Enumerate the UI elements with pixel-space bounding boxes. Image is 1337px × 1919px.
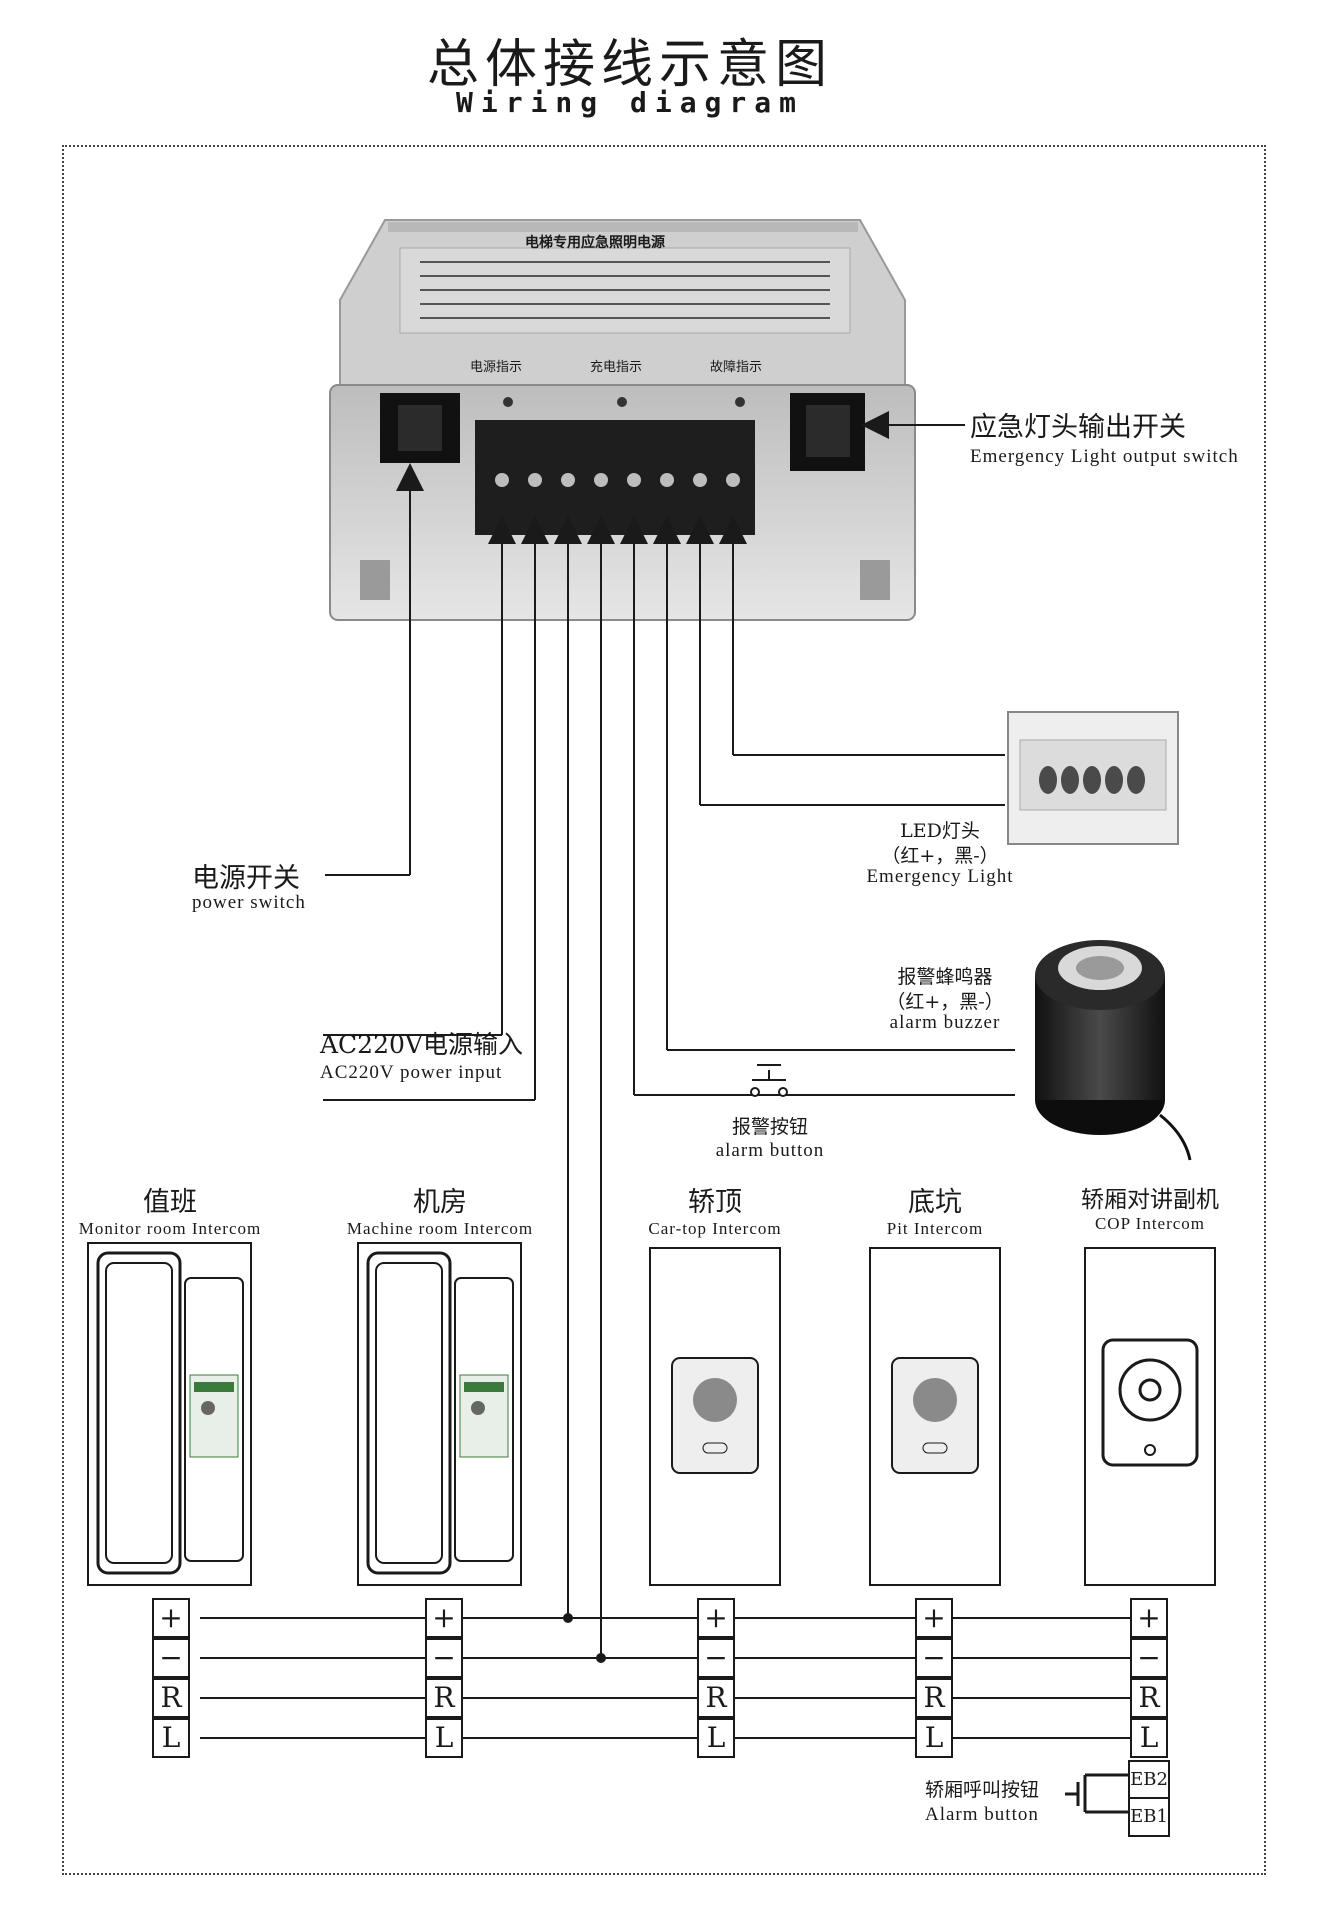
monitor-room-intercom-device [87, 1242, 252, 1586]
terminal-r: R [915, 1678, 953, 1718]
intercom-title-cn: 底坑 [908, 1187, 962, 1218]
indicator-label-fault: 故障指示 [710, 360, 763, 375]
intercom-header-pit: 底坑 Pit Intercom [835, 1180, 1035, 1239]
machine-room-intercom-device [357, 1242, 522, 1586]
intercom-header-machine: 机房 Machine room Intercom [340, 1180, 540, 1239]
car-alarm-button-symbol [1065, 1773, 1128, 1814]
terminal-l: L [1130, 1718, 1168, 1758]
terminal-plus: + [1130, 1598, 1168, 1638]
controller-unit [329, 219, 916, 621]
car-top-intercom-device [649, 1247, 781, 1586]
ac-input-label-en: AC220V power input [320, 1062, 503, 1083]
diagram-title-cn: 总体接线示意图 [426, 35, 833, 95]
diagram-frame [62, 145, 1266, 1875]
emergency-switch-label-cn: 应急灯头输出开关 [970, 412, 1186, 443]
intercom-header-car-top: 轿顶 Car-top Intercom [615, 1180, 815, 1239]
alarm-button-label-cn: 报警按钮 [731, 1116, 808, 1138]
cop-intercom-device [1084, 1247, 1216, 1586]
emergency-switch-label-en: Emergency Light output switch [970, 446, 1239, 467]
intercom-title-en: COP Intercom [1094, 1214, 1206, 1233]
intercom-header-monitor: 值班 Monitor room Intercom [70, 1180, 270, 1239]
intercom-title-en: Machine room Intercom [346, 1219, 534, 1238]
intercom-title-en: Pit Intercom [886, 1219, 984, 1238]
led-light-label-en: Emergency Light [866, 866, 1014, 887]
ac-input-label-cn: AC220V电源输入 [320, 1030, 523, 1059]
terminal-minus: − [425, 1638, 463, 1678]
controller-heading: 电梯专用应急照明电源 [525, 235, 665, 251]
alarm-buzzer-device [1035, 940, 1192, 1161]
terminal-r: R [1130, 1678, 1168, 1718]
power-switch-label-cn: 电源开关 [192, 863, 300, 894]
terminal-r: R [152, 1678, 190, 1718]
intercom-title-en: Car-top Intercom [648, 1219, 782, 1238]
intercom-bus [200, 1617, 1130, 1739]
terminal-r: R [425, 1678, 463, 1718]
terminal-minus: − [1130, 1638, 1168, 1678]
alarm-buzzer-label-en: alarm buzzer [889, 1012, 1001, 1033]
car-alarm-button-label-cn: 轿厢呼叫按钮 [925, 1779, 1040, 1801]
emergency-switch-rocker [790, 393, 865, 471]
terminal-l: L [697, 1718, 735, 1758]
terminal-minus: − [152, 1638, 190, 1678]
alarm-buzzer-label-cn: 报警蜂鸣器 [897, 966, 993, 988]
led-light-device [1007, 711, 1179, 845]
alarm-button-label-en: alarm button [715, 1140, 825, 1161]
intercom-title-en: Monitor room Intercom [78, 1219, 262, 1238]
terminal-minus: − [697, 1638, 735, 1678]
terminal-plus: + [152, 1598, 190, 1638]
terminal-r: R [697, 1678, 735, 1718]
pit-intercom-device [869, 1247, 1001, 1586]
led-light-polarity: （红+，黑-） [881, 845, 999, 867]
cop-terminal-eb2: EB2 [1128, 1760, 1170, 1800]
intercom-title-cn: 值班 [143, 1187, 197, 1218]
terminal-plus: + [697, 1598, 735, 1638]
cop-terminal-eb1: EB1 [1128, 1797, 1170, 1837]
terminal-l: L [152, 1718, 190, 1758]
intercom-header-cop: 轿厢对讲副机 COP Intercom [1050, 1180, 1250, 1234]
terminal-plus: + [425, 1598, 463, 1638]
intercom-title-cn: 机房 [413, 1187, 467, 1218]
alarm-button-symbol [750, 1064, 788, 1097]
terminal-minus: − [915, 1638, 953, 1678]
terminal-l: L [425, 1718, 463, 1758]
indicator-label-power: 电源指示 [470, 360, 523, 375]
intercom-title-cn: 轿厢对讲副机 [1081, 1187, 1219, 1213]
terminal-plus: + [915, 1598, 953, 1638]
intercom-title-cn: 轿顶 [688, 1187, 742, 1218]
led-light-label-cn: LED灯头 [900, 820, 980, 842]
power-switch-label-en: power switch [192, 892, 306, 913]
car-alarm-button-label-en: Alarm button [925, 1804, 1039, 1825]
diagram-title-en: Wiring diagram [455, 86, 804, 119]
alarm-buzzer-polarity: （红+，黑-） [886, 991, 1004, 1013]
indicator-label-charge: 充电指示 [590, 360, 643, 375]
terminal-l: L [915, 1718, 953, 1758]
controller-wires [323, 411, 1015, 1658]
power-switch-rocker [380, 393, 460, 463]
